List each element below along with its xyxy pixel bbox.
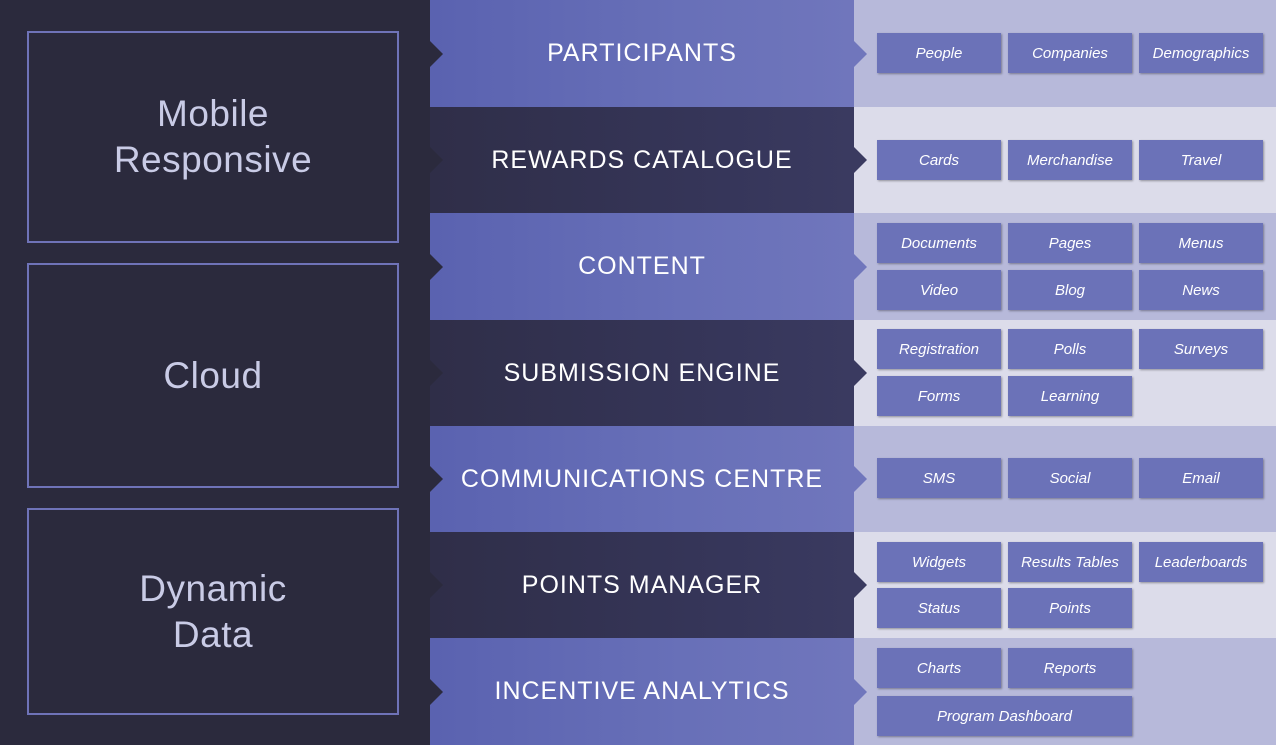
- arrow-pointer-icon: [854, 360, 867, 386]
- module-rewards-catalogue: REWARDS CATALOGUE: [430, 107, 867, 213]
- tag-charts: Charts: [877, 648, 1001, 688]
- tag-program-dashboard: Program Dashboard: [877, 696, 1132, 736]
- tag-status: Status: [877, 588, 1001, 628]
- arrow-notch-icon: [430, 147, 443, 173]
- module-row-incentive-analytics: INCENTIVE ANALYTICS Charts Reports Progr…: [430, 638, 1276, 745]
- arrow-pointer-icon: [854, 40, 867, 67]
- tag-panel: Cards Merchandise Travel: [854, 107, 1276, 213]
- tag-pages: Pages: [1008, 223, 1132, 263]
- feature-dynamic-data: Dynamic Data: [27, 508, 399, 715]
- module-row-points-manager: POINTS MANAGER Widgets Results Tables Le…: [430, 532, 1276, 638]
- tag-email: Email: [1139, 458, 1263, 498]
- module-title: REWARDS CATALOGUE: [491, 145, 793, 174]
- module-row-participants: PARTICIPANTS People Companies Demographi…: [430, 0, 1276, 107]
- tag-reports: Reports: [1008, 648, 1132, 688]
- module-communications-centre: COMMUNICATIONS CENTRE: [430, 426, 867, 532]
- tag-panel: Charts Reports Program Dashboard: [854, 638, 1276, 745]
- tag-news: News: [1139, 270, 1263, 310]
- arrow-notch-icon: [430, 360, 443, 386]
- tag-menus: Menus: [1139, 223, 1263, 263]
- tag-social: Social: [1008, 458, 1132, 498]
- tag-blog: Blog: [1008, 270, 1132, 310]
- tag-widgets: Widgets: [877, 542, 1001, 582]
- arrow-pointer-icon: [854, 147, 867, 173]
- tag-leaderboards: Leaderboards: [1139, 542, 1263, 582]
- arrow-pointer-icon: [854, 466, 867, 492]
- tag-panel: Registration Polls Surveys Forms Learnin…: [854, 320, 1276, 426]
- arrow-pointer-icon: [854, 678, 867, 705]
- tag-documents: Documents: [877, 223, 1001, 263]
- tag-merchandise: Merchandise: [1008, 140, 1132, 180]
- tag-forms: Forms: [877, 376, 1001, 416]
- module-title: POINTS MANAGER: [521, 570, 763, 599]
- feature-mobile-responsive: Mobile Responsive: [27, 31, 399, 243]
- feature-cloud: Cloud: [27, 263, 399, 488]
- tag-companies: Companies: [1008, 33, 1132, 73]
- module-title: COMMUNICATIONS CENTRE: [460, 464, 824, 493]
- tag-points: Points: [1008, 588, 1132, 628]
- tag-learning: Learning: [1008, 376, 1132, 416]
- module-content: CONTENT: [430, 213, 867, 320]
- arrow-notch-icon: [430, 40, 443, 67]
- module-participants: PARTICIPANTS: [430, 0, 867, 107]
- module-title: SUBMISSION ENGINE: [503, 358, 781, 387]
- module-title: PARTICIPANTS: [547, 39, 737, 67]
- arrow-notch-icon: [430, 572, 443, 598]
- arrow-pointer-icon: [854, 572, 867, 598]
- tag-registration: Registration: [877, 329, 1001, 369]
- module-row-communications-centre: COMMUNICATIONS CENTRE SMS Social Email: [430, 426, 1276, 532]
- module-incentive-analytics: INCENTIVE ANALYTICS: [430, 638, 867, 745]
- tag-panel: People Companies Demographics: [854, 0, 1276, 107]
- module-row-rewards-catalogue: REWARDS CATALOGUE Cards Merchandise Trav…: [430, 107, 1276, 213]
- tag-video: Video: [877, 270, 1001, 310]
- tag-sms: SMS: [877, 458, 1001, 498]
- tag-surveys: Surveys: [1139, 329, 1263, 369]
- arrow-pointer-icon: [854, 253, 867, 280]
- tag-travel: Travel: [1139, 140, 1263, 180]
- module-title: INCENTIVE ANALYTICS: [494, 677, 790, 705]
- tag-polls: Polls: [1008, 329, 1132, 369]
- module-title: CONTENT: [578, 252, 706, 280]
- tag-results-tables: Results Tables: [1008, 542, 1132, 582]
- arrow-notch-icon: [430, 253, 443, 280]
- module-rows: PARTICIPANTS People Companies Demographi…: [430, 0, 1276, 745]
- module-points-manager: POINTS MANAGER: [430, 532, 867, 638]
- tag-cards: Cards: [877, 140, 1001, 180]
- module-row-submission-engine: SUBMISSION ENGINE Registration Polls Sur…: [430, 320, 1276, 426]
- tag-panel: SMS Social Email: [854, 426, 1276, 532]
- arrow-notch-icon: [430, 678, 443, 705]
- module-submission-engine: SUBMISSION ENGINE: [430, 320, 867, 426]
- feature-column: Mobile Responsive Cloud Dynamic Data: [0, 0, 430, 745]
- arrow-notch-icon: [430, 466, 443, 492]
- tag-demographics: Demographics: [1139, 33, 1263, 73]
- module-row-content: CONTENT Documents Pages Menus Video Blog…: [430, 213, 1276, 320]
- tag-panel: Documents Pages Menus Video Blog News: [854, 213, 1276, 320]
- tag-panel: Widgets Results Tables Leaderboards Stat…: [854, 532, 1276, 638]
- tag-people: People: [877, 33, 1001, 73]
